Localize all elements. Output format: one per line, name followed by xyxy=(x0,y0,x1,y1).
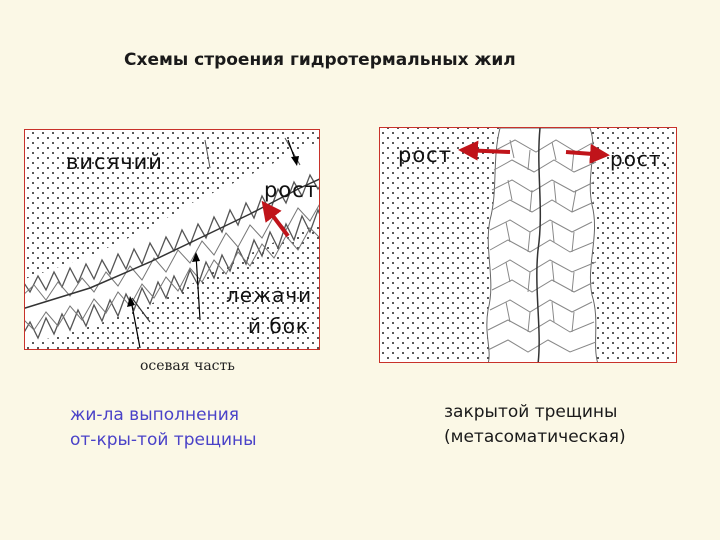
growth-label-right-panel-left: рост xyxy=(398,143,452,167)
caption-left-line1: жи-ла выполнения xyxy=(70,405,239,425)
caption-left-line2: от-кры-той трещины xyxy=(70,430,257,450)
vein-body xyxy=(25,141,319,344)
axial-part-label: осевая часть xyxy=(140,358,235,374)
caption-right-line1: закрытой трещины xyxy=(444,402,618,422)
vein-axial-line xyxy=(25,178,319,309)
growth-arrow-left xyxy=(458,140,511,161)
metasomatic-axial-line xyxy=(536,128,542,362)
hanging-wall-label: висячий xyxy=(66,150,163,174)
caption-open-fracture: жи-ла выполнения от-кры-той трещины xyxy=(70,403,257,453)
lying-wall-label: лежачи xyxy=(226,283,313,307)
lower-wall-crystals xyxy=(25,208,319,340)
metasomatic-vein-body xyxy=(486,128,599,362)
open-fracture-vein-diagram xyxy=(24,129,320,350)
lying-wall-label-line2: й бок xyxy=(248,314,310,338)
growth-arrow-right xyxy=(565,143,610,164)
growth-label-left-panel: рост xyxy=(264,178,318,202)
growth-label-right-panel-right: рост. xyxy=(610,147,669,171)
growth-arrow-left-panel xyxy=(261,200,290,238)
caption-right-line2: (метасоматическая) xyxy=(444,427,626,447)
closed-fracture-vein-diagram xyxy=(379,127,677,363)
page-title: Схемы строения гидротермальных жил xyxy=(124,50,516,70)
caption-closed-fracture: закрытой трещины (метасоматическая) xyxy=(444,400,626,450)
